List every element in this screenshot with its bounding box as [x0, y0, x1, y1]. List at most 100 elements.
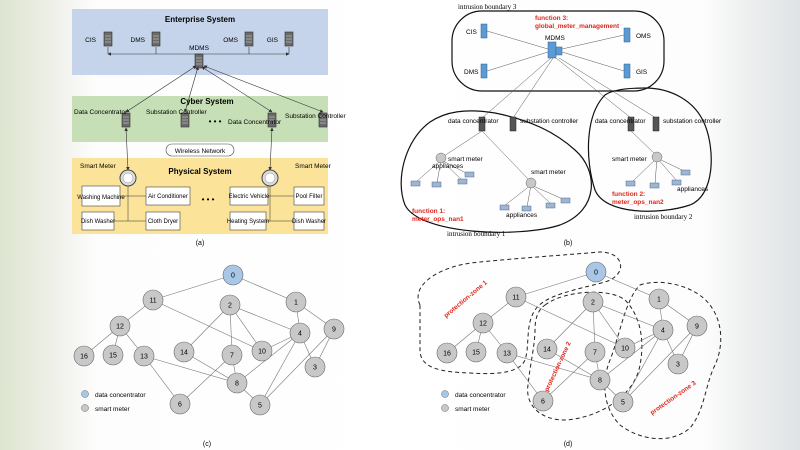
b-smart-meter-3	[651, 151, 663, 163]
zone3-label: protection-zone 3	[649, 380, 698, 417]
dms-server-icon	[480, 63, 488, 79]
mdms-server-icon	[194, 53, 204, 69]
cis-label: CIS	[85, 37, 97, 44]
graph-edge	[143, 355, 238, 384]
caption-c: (c)	[203, 441, 211, 448]
smart-meter-node	[226, 372, 248, 394]
b-smart-meter-2	[525, 177, 537, 189]
svg-text:appliances: appliances	[506, 212, 538, 219]
node-label: 11	[149, 298, 156, 305]
smart-meter-node	[173, 341, 195, 363]
node-label: 13	[140, 354, 148, 361]
smart-meter-node	[251, 340, 273, 362]
appliance-washing-machine: Washing Machine	[77, 195, 125, 201]
node-label: 6	[178, 402, 182, 409]
b-appliances-1: appliances	[432, 163, 464, 170]
cyber-sc-label-2: Substation Controller	[285, 113, 347, 120]
b-sm-label-1: smart meter	[448, 156, 484, 163]
b-sm-label-3: smart meter	[612, 156, 648, 163]
node-label: 4	[298, 331, 302, 338]
smart-meter-node	[219, 294, 241, 316]
server-icon	[151, 31, 161, 47]
smart-meter-node	[589, 369, 611, 391]
cyber-dc-label-2: Data Concentrator	[228, 119, 282, 126]
svg-text:data concentrator: data concentrator	[595, 118, 646, 125]
smart-meter-icon	[119, 169, 137, 187]
wireless-network-bubble	[165, 143, 235, 157]
b-sc1-icon	[509, 116, 517, 132]
server-icon	[103, 31, 113, 47]
d-legend-dc: data concentrator	[455, 392, 506, 399]
smart-meter-node	[133, 345, 155, 367]
node-label: 6	[541, 399, 545, 406]
graph-edge	[183, 304, 231, 353]
node-label: 0	[231, 273, 235, 280]
data-concentrator-node	[222, 264, 244, 286]
appliance-pool-filter: Pool Filter	[295, 194, 322, 200]
smart-meter-node	[436, 342, 458, 364]
node-label: 15	[472, 350, 480, 357]
smart-meter-node	[584, 341, 606, 363]
b-dms-label: DMS	[464, 69, 479, 76]
cyber-dots: • • •	[209, 117, 222, 126]
boundary3-label: intrusion boundary 3	[458, 3, 517, 11]
graph-edge	[622, 325, 698, 403]
function1-label: function 1:	[412, 208, 445, 215]
svg-text:data concentrator: data concentrator	[448, 118, 499, 125]
legend-sm-marker	[441, 404, 449, 412]
svg-text:meter_ops_nan2: meter_ops_nan2	[612, 199, 664, 206]
node-label: 16	[443, 351, 451, 358]
smart-meter-node	[648, 288, 670, 310]
appliance-air-conditioner: Air Conditioner	[148, 194, 188, 200]
panel-b: intrusion boundary 3 function 3: global_…	[400, 3, 722, 247]
b-gis-label: GIS	[636, 69, 648, 76]
dms-label: DMS	[131, 37, 146, 44]
node-label: 7	[230, 353, 234, 360]
node-label: 1	[294, 300, 298, 307]
svg-text:substation controller: substation controller	[663, 118, 722, 125]
appliance-electric-vehicle: Electric Vehicle	[229, 194, 270, 200]
smart-meter-node	[614, 337, 636, 359]
graph-edge	[515, 271, 597, 298]
node-label: 15	[109, 353, 117, 360]
gis-server-icon	[623, 63, 631, 79]
caption-d: (d)	[564, 441, 573, 448]
wireless-label: Wireless Network	[175, 148, 226, 155]
graph-edge	[546, 301, 594, 350]
cis-server-icon	[480, 23, 488, 39]
node-label: 12	[116, 324, 124, 331]
b-sm-label-2: smart meter	[531, 169, 567, 176]
legend-sm-marker	[81, 404, 89, 412]
mdms-server-icon	[547, 41, 557, 59]
appliance-cloth-dryer: Cloth Dryer	[148, 219, 178, 225]
smart-meter-node	[304, 356, 326, 378]
node-label: 13	[503, 351, 511, 358]
smart-meter-node	[536, 338, 558, 360]
b-smart-meter-1	[435, 152, 447, 164]
smart-meter-node	[221, 344, 243, 366]
boundary1-label: intrusion boundary 1	[447, 230, 506, 238]
protection-zone-3	[604, 281, 722, 440]
smart-meter-node	[102, 344, 124, 366]
b-mdms-label: MDMS	[545, 35, 566, 42]
node-label: 2	[228, 303, 232, 310]
smart-meter-node	[472, 312, 494, 334]
svg-text:Data Concentrator: Data Concentrator	[228, 119, 282, 126]
node-label: 11	[512, 295, 519, 302]
smart-meter-node	[532, 390, 554, 412]
caption-a: (a)	[196, 240, 205, 247]
node-label: 10	[258, 349, 266, 356]
appliance-dish-washer-1: Dish Washer	[81, 219, 115, 225]
node-label: 4	[661, 328, 665, 335]
enterprise-title: Enterprise System	[165, 15, 235, 24]
graph-edge	[152, 274, 234, 301]
function1-name: meter_ops_nan1	[412, 216, 464, 223]
node-label: 14	[180, 350, 188, 357]
node-label: 8	[235, 381, 239, 388]
node-label: 5	[621, 400, 625, 407]
intrusion-boundary-3	[451, 10, 665, 92]
smart-meter-node	[109, 315, 131, 337]
svg-text:smart meter: smart meter	[531, 169, 567, 176]
cyber-dc-label-1: Data Concentrator	[74, 109, 128, 116]
svg-text:appliances: appliances	[432, 163, 464, 170]
